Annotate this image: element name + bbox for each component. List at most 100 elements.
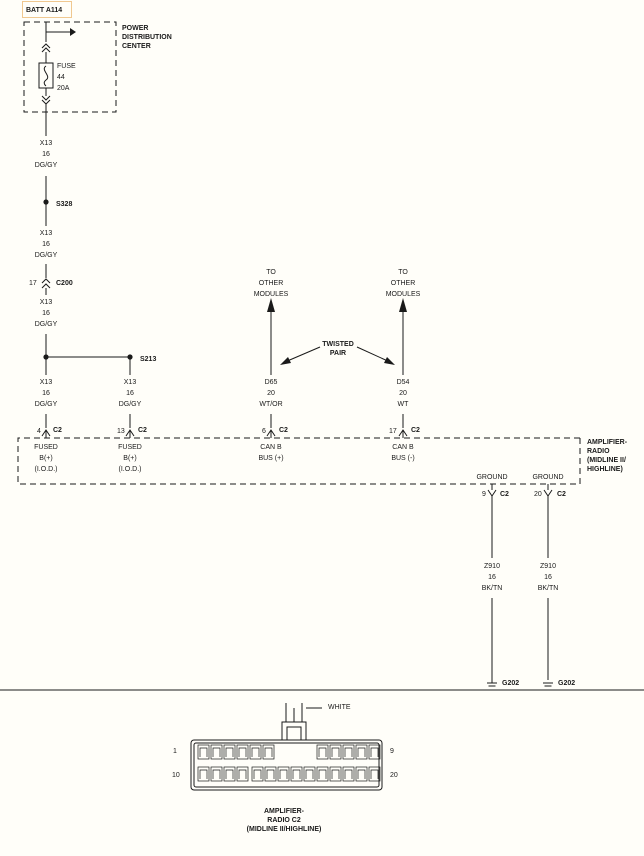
label-line: TO — [398, 269, 408, 276]
connector-cavity-bottom-inner — [331, 769, 340, 779]
label-line: TO — [266, 269, 276, 276]
connector-cavity-bottom — [251, 766, 264, 782]
pdc-name-line: CENTER — [122, 43, 151, 50]
connector-title: AMPLIFIER- RADIO C2 (MIDLINE II/HIGHLINE… — [247, 807, 322, 834]
wire-gauge: 16 — [544, 574, 552, 581]
wire-gauge: 16 — [42, 241, 50, 248]
pin-function-label: CAN B BUS (+) — [258, 442, 283, 464]
connector-cavity-bottom-inner — [318, 769, 327, 779]
title-line: AMPLIFIER- — [263, 808, 305, 815]
label-line: BUS (-) — [391, 455, 415, 462]
connector-cavity-top — [197, 744, 210, 760]
label-line: BUS (+) — [258, 455, 284, 462]
wire-code: Z910 — [484, 563, 500, 570]
wire-gauge: 16 — [488, 574, 496, 581]
connector-cavity-bottom-inner — [212, 769, 221, 779]
label-line: FUSED — [34, 444, 58, 451]
connector-cavity-bottom — [223, 766, 236, 782]
wire-color: DG/GY — [34, 401, 58, 408]
connector-face-drawing — [190, 703, 383, 791]
wire-code: X13 — [123, 379, 137, 386]
connector-cavity-top — [329, 744, 342, 760]
wire-gauge: 16 — [126, 390, 134, 397]
connector-cavity-top — [236, 744, 249, 760]
c200-pin: 17 — [29, 280, 37, 287]
wire-label-d54: D54 20 WT — [397, 377, 410, 410]
connector-cavity-top-inner — [331, 747, 340, 757]
ground-g202-label: G202 — [502, 680, 520, 687]
label-line: TWISTED — [322, 341, 354, 348]
pdc-name: POWER DISTRIBUTION CENTER — [122, 24, 172, 51]
connector-cavity-top-inner — [370, 747, 379, 757]
label-line: FUSED — [118, 444, 142, 451]
wire-code: Z910 — [540, 563, 556, 570]
wire-color: DG/GY — [34, 162, 58, 169]
wire-gauge: 16 — [42, 310, 50, 317]
wire-label-z910-b: Z910 16 BK/TN — [538, 561, 559, 594]
connector-cavity-top-inner — [357, 747, 366, 757]
label-line: MODULES — [385, 291, 421, 298]
pin-number: 9 — [482, 491, 486, 498]
pdc-name-line: POWER — [122, 25, 149, 32]
cavity-label-10: 10 — [172, 772, 180, 779]
ground-g202-label: G202 — [558, 680, 576, 687]
splice-s328-label: S328 — [56, 201, 73, 208]
pin-function-label: CAN B BUS (-) — [391, 442, 414, 464]
pin-connector: C2 — [279, 427, 288, 434]
wire-gauge: 20 — [399, 390, 407, 397]
connector-cavity-top — [355, 744, 368, 760]
connector-cavity-bottom-inner — [344, 769, 353, 779]
connector-cavity-bottom — [342, 766, 355, 782]
wire-label-d65: D65 20 WT/OR — [259, 377, 282, 410]
connector-cavity-bottom-inner — [253, 769, 262, 779]
connector-cavity-bottom — [303, 766, 316, 782]
connector-cavity-bottom-inner — [199, 769, 208, 779]
label-line: B(+) — [39, 455, 53, 462]
wire-gauge: 16 — [42, 390, 50, 397]
battery-label: BATT A114 — [22, 1, 72, 18]
cavity-label-9: 9 — [390, 748, 394, 755]
connector-color-label: WHITE — [328, 704, 351, 711]
connector-cavity-bottom — [277, 766, 290, 782]
connector-cavity-top-inner — [212, 747, 221, 757]
connector-cavity-top — [316, 744, 329, 760]
wire-label-x13-c: X13 16 DG/GY — [35, 297, 58, 330]
label-line: CAN B — [392, 444, 414, 451]
wire-label-x13-a: X13 16 DG/GY — [35, 138, 58, 171]
wire-color: DG/GY — [118, 401, 142, 408]
connector-cavity-top-inner — [199, 747, 208, 757]
wire-gauge: 20 — [267, 390, 275, 397]
label-line: MODULES — [253, 291, 289, 298]
module-name: AMPLIFIER- RADIO (MIDLINE II/ HIGHLINE) — [587, 438, 627, 474]
pin-connector: C2 — [411, 427, 420, 434]
pin-number: 6 — [262, 428, 266, 435]
connector-cavity-top-inner — [225, 747, 234, 757]
connector-cavity-bottom-inner — [279, 769, 288, 779]
wire-label-z910-a: Z910 16 BK/TN — [482, 561, 503, 594]
fuse-label: FUSE 44 20A — [57, 61, 76, 94]
wire-label-x13-e: X13 16 DG/GY — [119, 377, 142, 410]
connector-cavity-bottom — [210, 766, 223, 782]
pin-connector: C2 — [557, 491, 566, 498]
connector-cavity-bottom — [236, 766, 249, 782]
connector-cavity-top — [249, 744, 262, 760]
connector-cavity-bottom — [329, 766, 342, 782]
module-box — [17, 437, 580, 485]
connector-cavity-bottom-inner — [225, 769, 234, 779]
connector-cavity-bottom-inner — [292, 769, 301, 779]
wire-code: D65 — [264, 379, 278, 386]
connector-cavity-bottom — [264, 766, 277, 782]
label-line: (I.O.D.) — [34, 466, 58, 473]
wire-color: WT — [397, 401, 409, 408]
pin-number: 13 — [117, 428, 125, 435]
wire-color: BK/TN — [481, 585, 503, 592]
wire-code: X13 — [39, 299, 53, 306]
pin-function-label: FUSED B(+) (I.O.D.) — [118, 442, 142, 475]
connector-cavity-bottom-inner — [305, 769, 314, 779]
wire-code: D54 — [396, 379, 410, 386]
connector-cavity-bottom — [197, 766, 210, 782]
wire-color: WT/OR — [259, 401, 283, 408]
connector-cavity-bottom-inner — [357, 769, 366, 779]
module-name-line: (MIDLINE II/ — [587, 457, 626, 464]
